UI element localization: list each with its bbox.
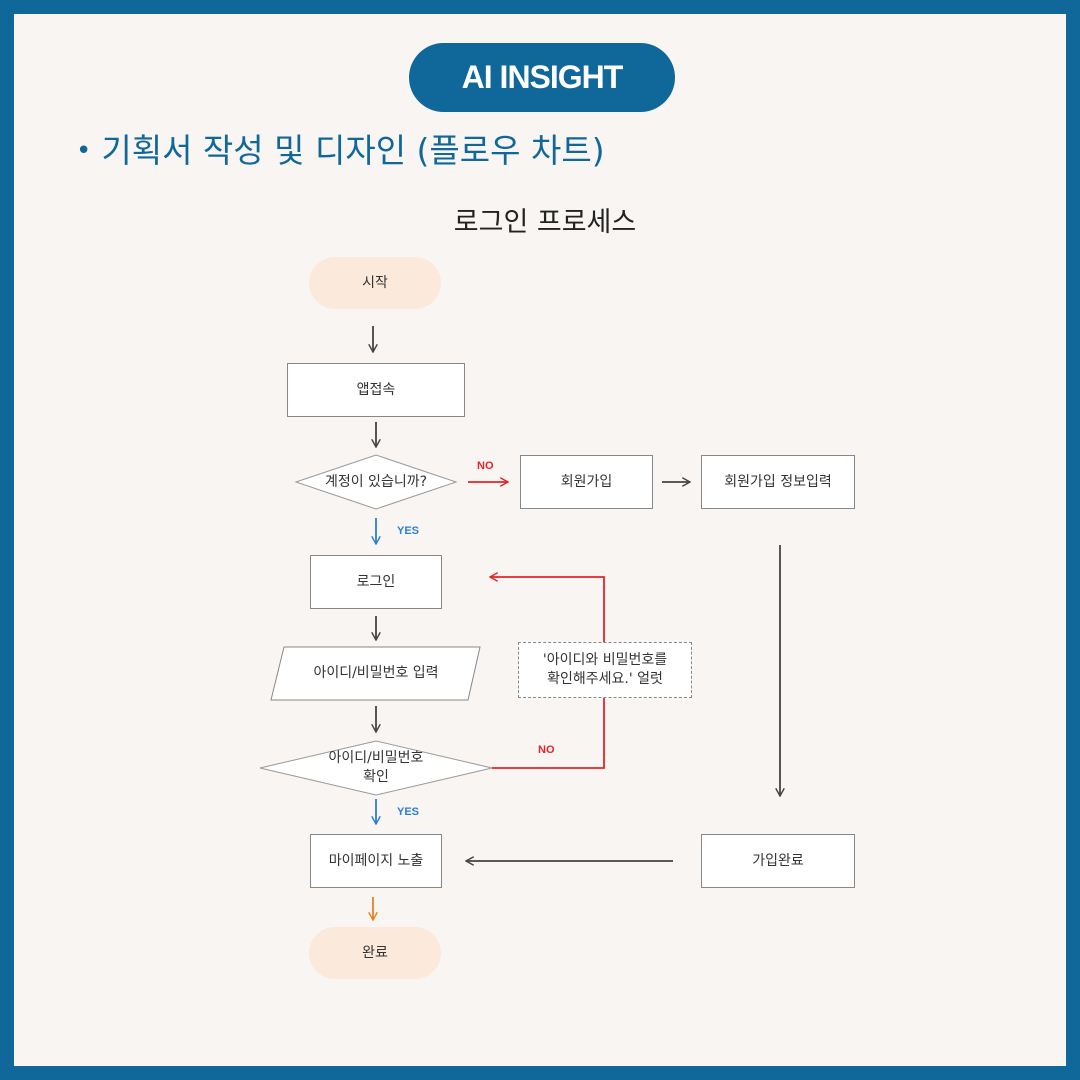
id-pw-check-decision: 아이디/비밀번호 확인 xyxy=(300,741,452,795)
diagram-title: 로그인 프로세스 xyxy=(453,207,637,238)
signup-done-label: 가입완료 xyxy=(752,852,804,869)
subtitle-text: 기획서 작성 및 디자인 (플로우 차트) xyxy=(101,131,605,170)
yes-account-label: YES xyxy=(397,525,420,537)
end-terminal: 완료 xyxy=(309,927,441,979)
app-access-process: 앱접속 xyxy=(287,363,465,417)
login-label: 로그인 xyxy=(356,573,396,590)
decision-diamond-account xyxy=(294,454,458,510)
id-pw-input-node: 아이디/비밀번호 입력 xyxy=(284,647,468,700)
section-subtitle: • 기획서 작성 및 디자인 (플로우 차트) xyxy=(76,126,605,176)
yes-check-label: YES xyxy=(397,806,420,818)
has-account-decision: 계정이 있습니까? xyxy=(296,455,456,509)
signup-info-process: 회원가입 정보입력 xyxy=(701,455,855,509)
input-parallelogram xyxy=(270,646,481,701)
start-label: 시작 xyxy=(362,274,388,291)
ai-insight-badge: AI INSIGHT xyxy=(409,43,675,112)
mypage-process: 마이페이지 노출 xyxy=(310,834,442,888)
bullet: • xyxy=(76,136,92,166)
id-pw-input-label: 아이디/비밀번호 입력 xyxy=(313,665,439,682)
mypage-label: 마이페이지 노출 xyxy=(328,852,424,869)
alert-label: '아이디와 비밀번호를 확인해주세요.' 얼럿 xyxy=(542,652,668,687)
signup-done-process: 가입완료 xyxy=(701,834,855,888)
signup-label: 회원가입 xyxy=(560,473,613,490)
no-check-label: NO xyxy=(538,744,555,756)
start-terminal: 시작 xyxy=(309,257,441,309)
id-pw-check-label: 아이디/비밀번호 확인 xyxy=(328,750,424,785)
end-label: 완료 xyxy=(362,944,388,961)
no-account-label: NO xyxy=(477,460,494,472)
login-process: 로그인 xyxy=(310,555,442,609)
signup-info-label: 회원가입 정보입력 xyxy=(724,473,832,490)
alert-note: '아이디와 비밀번호를 확인해주세요.' 얼럿 xyxy=(518,642,692,698)
has-account-label: 계정이 있습니까? xyxy=(324,473,428,490)
signup-process: 회원가입 xyxy=(520,455,653,509)
app-access-label: 앱접속 xyxy=(356,381,396,398)
